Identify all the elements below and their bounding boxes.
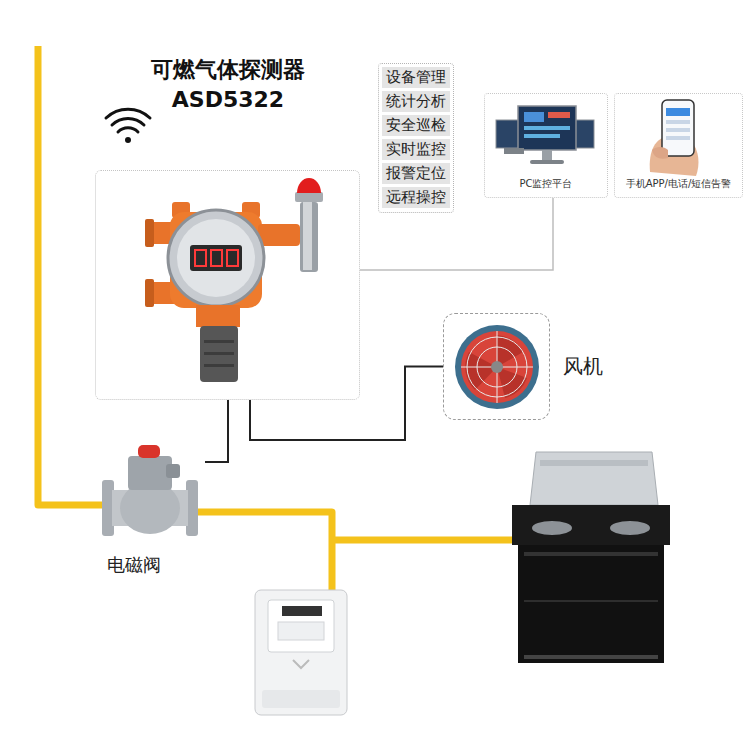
alert-label: 手机APP/电话/短信告警 xyxy=(615,178,742,190)
stove-illustration-part xyxy=(518,545,664,663)
stove-illustration-part xyxy=(540,460,648,466)
pc-monitor-illustration-part xyxy=(548,112,570,118)
valve-illustration-part xyxy=(166,464,180,478)
pc-platform-box: PC监控平台 xyxy=(484,93,608,198)
gas-meter-illustration-part xyxy=(293,660,309,668)
gas-meter-illustration xyxy=(255,590,347,715)
network-link xyxy=(360,198,553,270)
wifi-icon-part xyxy=(125,137,131,143)
detector-illustration-part xyxy=(300,202,318,272)
feature-item: 实时监控 xyxy=(382,139,450,160)
valve-illustration xyxy=(102,445,198,536)
gas-meter-illustration-part xyxy=(282,606,322,616)
detector-illustration-part xyxy=(145,219,154,247)
stove-illustration-part xyxy=(610,521,650,535)
fan-illustration xyxy=(455,325,539,409)
stove-illustration-part xyxy=(512,505,670,545)
pc-monitor-illustration-part xyxy=(504,148,524,154)
fan-illustration-part xyxy=(491,361,503,373)
gas-meter-illustration-part xyxy=(278,622,324,640)
detector-illustration-part xyxy=(204,352,234,355)
fan-illustration-part xyxy=(461,331,533,403)
wifi-icon-part xyxy=(112,119,144,125)
stove-illustration-part xyxy=(524,552,658,556)
wifi-icon-part xyxy=(106,109,150,118)
phone-illustration-part xyxy=(666,108,690,116)
fan-illustration-part xyxy=(461,331,533,403)
pc-monitor-illustration-part xyxy=(524,112,544,122)
detector-illustration-part xyxy=(190,245,242,271)
detector-illustration-part xyxy=(227,250,238,266)
detector-illustration-part xyxy=(195,250,206,266)
detector-illustration xyxy=(145,178,323,382)
valve-node: 电磁阀 xyxy=(95,440,205,580)
feature-item: 安全巡检 xyxy=(382,115,450,136)
gas-pipe-part xyxy=(196,512,332,590)
stove-illustration-part xyxy=(530,452,658,505)
valve-illustration-part xyxy=(128,456,172,490)
feature-item: 报警定位 xyxy=(382,163,450,184)
pc-monitor-illustration-part xyxy=(530,160,564,164)
feature-item: 统计分析 xyxy=(382,91,450,112)
phone-illustration-part xyxy=(666,120,690,124)
detector-illustration-part xyxy=(196,305,240,327)
detector-illustration-part xyxy=(145,279,154,307)
wifi-icon-part xyxy=(118,128,138,132)
gas-pipe-part xyxy=(332,537,515,544)
phone-illustration xyxy=(650,100,699,176)
wifi-icon xyxy=(106,109,150,143)
feature-item: 远程操控 xyxy=(382,187,450,208)
feature-item: 设备管理 xyxy=(382,67,450,88)
pc-monitor-illustration-part xyxy=(524,134,560,138)
gas-meter-illustration-part xyxy=(255,590,347,715)
gas-meter-illustration-part xyxy=(268,600,334,652)
fan-box: 风机 xyxy=(443,313,550,420)
valve-illustration-part xyxy=(138,445,160,458)
fan-illustration-part xyxy=(465,352,497,390)
detector-illustration-part xyxy=(200,326,238,382)
detector-heading: 可燃气体探测器 ASD5322 xyxy=(138,55,318,115)
detector-box: 可燃气体探测器 ASD5322 xyxy=(95,170,360,400)
valve-label: 电磁阀 xyxy=(107,554,161,576)
stove-illustration-part xyxy=(532,521,572,535)
control-wire xyxy=(205,400,228,462)
detector-illustration-part xyxy=(168,210,264,306)
stove-illustration-part xyxy=(524,600,658,602)
detector-illustration-part xyxy=(297,178,321,193)
stove-illustration-part xyxy=(524,655,658,659)
stove-illustration xyxy=(512,452,670,663)
pc-monitor-illustration-part xyxy=(542,150,552,160)
phone-alert-box: 手机APP/电话/短信告警 xyxy=(614,93,743,198)
control-wire xyxy=(250,367,443,441)
detector-illustration-part xyxy=(204,340,234,343)
detector-illustration-part xyxy=(258,224,300,246)
fan-illustration-part xyxy=(455,325,539,409)
gas-pipe xyxy=(38,46,515,590)
fan-label: 风机 xyxy=(563,354,603,378)
phone-illustration-part xyxy=(652,147,668,159)
pc-monitor-illustration-part xyxy=(518,106,576,150)
detector-illustration-part xyxy=(295,192,323,202)
pc-monitor-illustration-part xyxy=(524,126,570,130)
gas-meter-illustration-part xyxy=(262,690,340,708)
phone-illustration-part xyxy=(666,136,690,140)
detector-illustration-part xyxy=(177,219,255,297)
feature-list-box: 设备管理统计分析安全巡检实时监控报警定位远程操控 xyxy=(378,63,454,213)
detector-illustration-part xyxy=(211,250,222,266)
platform-label: PC监控平台 xyxy=(485,178,607,190)
detector-illustration-part xyxy=(204,364,234,367)
phone-illustration-part xyxy=(662,100,694,156)
phone-illustration-part xyxy=(666,128,690,132)
detector-illustration-part xyxy=(303,202,312,270)
pc-monitor-illustration xyxy=(496,106,594,164)
